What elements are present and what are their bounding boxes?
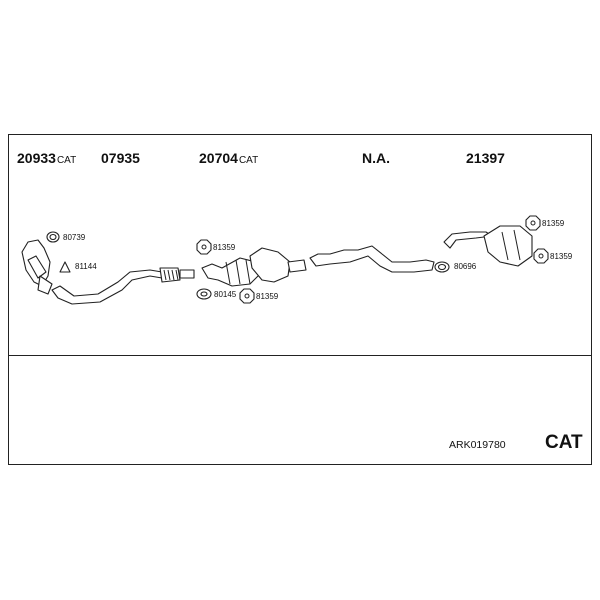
hex-nut-icon bbox=[525, 215, 541, 231]
reference-code: ARK019780 bbox=[449, 439, 506, 451]
middle-pipe-icon bbox=[309, 245, 435, 273]
part-number-suffix: CAT bbox=[238, 155, 259, 166]
gasket-icon bbox=[196, 288, 212, 300]
diagram-frame bbox=[8, 134, 592, 465]
part-number-value: 07935 bbox=[101, 150, 140, 166]
part-number-suffix: CAT bbox=[56, 155, 77, 166]
label-81359: 81359 bbox=[550, 252, 573, 261]
front-pipe-icon bbox=[51, 267, 195, 305]
hex-nut-icon bbox=[533, 248, 549, 264]
manifold-catalyst-icon bbox=[21, 239, 53, 295]
label-80739: 80739 bbox=[63, 233, 86, 242]
label-80145: 80145 bbox=[214, 290, 237, 299]
cat-mark: CAT bbox=[545, 432, 583, 453]
part-number-value: 21397 bbox=[466, 150, 505, 166]
label-81144: 81144 bbox=[75, 262, 97, 271]
hex-nut-icon bbox=[196, 239, 212, 255]
pre-silencer-icon bbox=[249, 247, 307, 283]
label-81359: 81359 bbox=[542, 219, 565, 228]
diagram-divider bbox=[8, 355, 592, 356]
part-number-rear-silencer: 21397 bbox=[466, 150, 506, 166]
part-number-middle-pipe: N.A. bbox=[362, 150, 391, 166]
part-number-value: N.A. bbox=[362, 150, 390, 166]
part-number-value: 20933 bbox=[17, 150, 56, 166]
part-number-front-pipe: 07935 bbox=[101, 150, 141, 166]
ring-icon bbox=[434, 261, 450, 273]
clamp-icon bbox=[46, 231, 60, 243]
label-81359: 81359 bbox=[213, 243, 236, 252]
label-81359: 81359 bbox=[256, 292, 279, 301]
rear-silencer-icon bbox=[443, 225, 533, 267]
part-number-value: 20704 bbox=[199, 150, 238, 166]
hex-nut-icon bbox=[239, 288, 255, 304]
part-number-manifold-cat: 20933CAT bbox=[17, 150, 76, 166]
label-80696: 80696 bbox=[454, 262, 477, 271]
part-number-catalyst: 20704CAT bbox=[199, 150, 258, 166]
gasket-triangle-icon bbox=[59, 261, 71, 273]
